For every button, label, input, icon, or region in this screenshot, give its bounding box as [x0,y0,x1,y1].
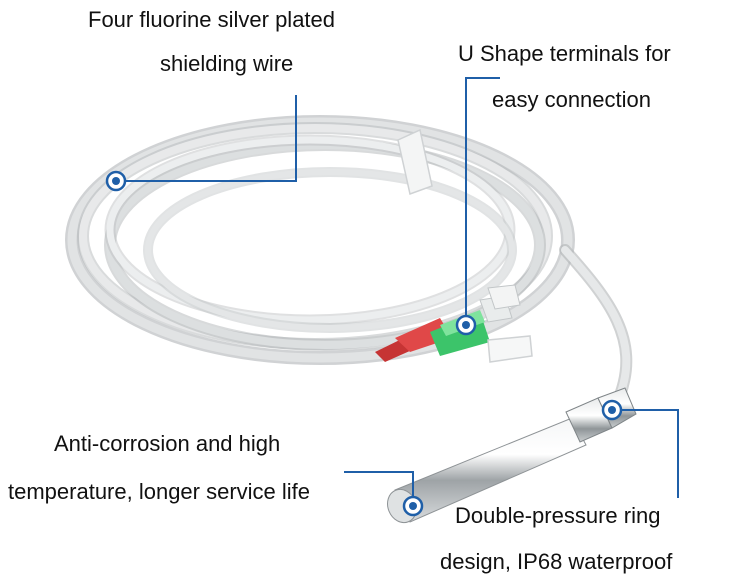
callout-line-pressure [612,409,679,498]
target-dot-icon [601,399,623,421]
shielding-wire-label-line1: Four fluorine silver plated [88,7,336,32]
cable-coils [65,115,633,401]
anti-corrosion-label-line2: temperature, longer service life [8,479,311,504]
callout-line-shielding [116,95,297,182]
u-terminals-label-line2: easy connection [492,87,651,112]
callout-line-anticorrosion [344,471,414,506]
callout-lines [116,77,679,506]
pressure-ring-label-line2: design, IP68 waterproof [440,549,673,574]
shielding-wire-label-line2: shielding wire [160,51,294,76]
pressure-ring-label-line1: Double-pressure ring [455,503,661,528]
cable-tie-top [397,128,433,195]
callout-markers [105,170,623,517]
cable-tie-bottom [487,335,533,363]
target-dot-icon [455,314,477,336]
anti-corrosion-label-line1: Anti-corrosion and high [54,431,281,456]
u-terminals-label-line1: U Shape terminals for [458,41,671,66]
callout-line-terminals [465,77,500,325]
target-dot-icon [402,495,424,517]
target-dot-icon [105,170,127,192]
